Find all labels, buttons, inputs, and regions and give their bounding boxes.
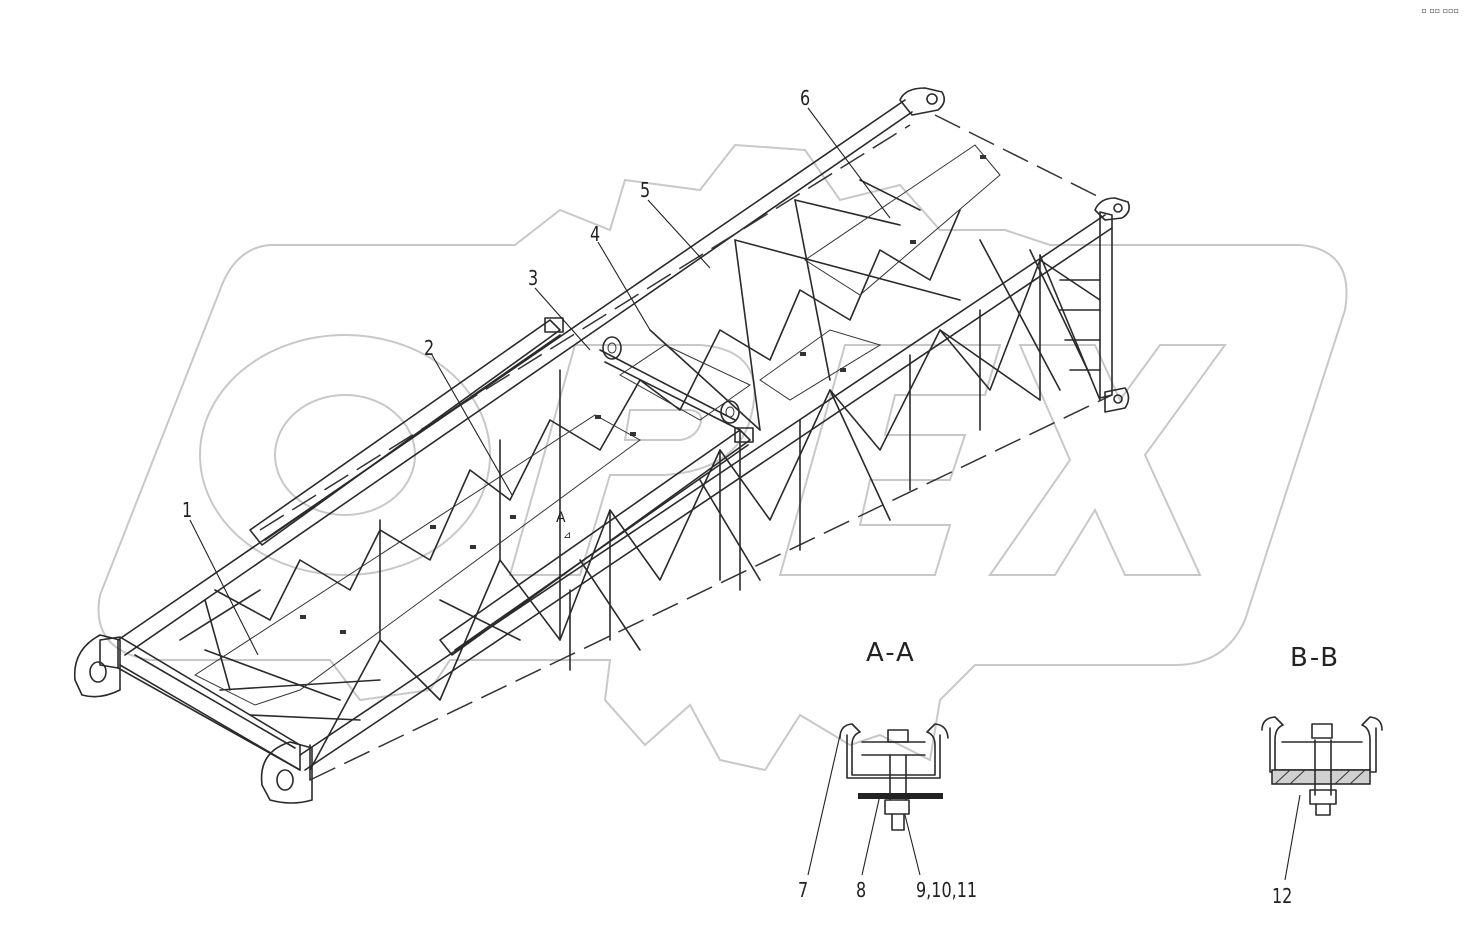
callout-leaders — [189, 107, 1301, 881]
section-aa-detail — [839, 723, 949, 831]
boom-truss: A ⊿ — [73, 87, 1130, 804]
section-title-bb: B-B — [1290, 643, 1341, 673]
callout-4: 4 — [590, 222, 601, 246]
walkway-panel-3 — [759, 329, 882, 401]
watermark-letter-x — [988, 344, 1227, 576]
walkway-panel-1 — [193, 414, 641, 706]
callout-8: 8 — [856, 878, 867, 902]
rear-lug-top — [899, 87, 946, 116]
callout-2: 2 — [424, 336, 435, 360]
walkway-mesh-panels — [193, 144, 1001, 706]
front-lug-right — [260, 741, 313, 804]
section-title-aa: A-A — [866, 638, 916, 668]
roller-right — [720, 400, 740, 424]
front-lug-left — [73, 634, 121, 698]
section-marker-a: A — [556, 510, 566, 526]
svg-text:⊿: ⊿ — [563, 530, 571, 541]
callout-6: 6 — [800, 86, 811, 110]
section-bb-detail — [1261, 716, 1383, 816]
walkway-panel-4 — [804, 144, 1001, 296]
watermark-logo — [97, 143, 1348, 772]
rear-lug-right — [1094, 197, 1130, 221]
callout-9-10-11: 9,10,11 — [916, 878, 978, 902]
watermark-gear-outline — [97, 143, 1348, 772]
watermark-letter-o — [199, 334, 491, 576]
callout-7: 7 — [798, 878, 809, 902]
callout-1: 1 — [182, 498, 193, 522]
walkway-panel-2 — [619, 344, 751, 421]
callout-5: 5 — [640, 178, 651, 202]
rear-lug-bottom — [1104, 387, 1130, 413]
callout-3: 3 — [528, 266, 539, 290]
roller-left — [602, 336, 622, 360]
callout-12: 12 — [1272, 884, 1293, 908]
corner-mark: ▫ ▫▫ ▫▫▫ — [1421, 6, 1459, 15]
watermark-letter-e — [778, 344, 1002, 576]
